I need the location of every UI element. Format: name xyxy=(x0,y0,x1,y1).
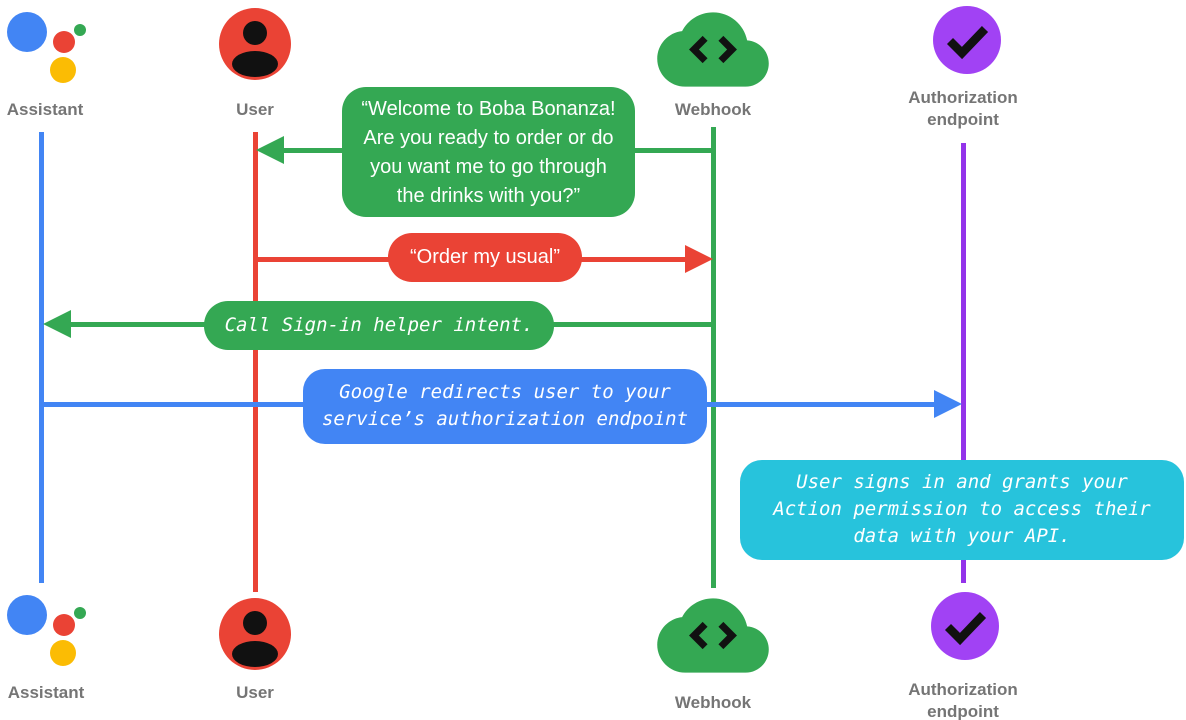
message-line: “Welcome to Boba Bonanza! xyxy=(361,98,616,120)
message-line: User signs in and grants your xyxy=(796,471,1128,493)
message-line: the drinks with you?” xyxy=(396,185,581,207)
checkmark-icon xyxy=(946,26,989,60)
message-signin-helper-bubble: Call Sign-in helper intent. xyxy=(204,301,554,350)
google-assistant-icon xyxy=(7,12,93,87)
message-line: “Order my usual” xyxy=(409,246,561,268)
assistant-blue-dot xyxy=(7,595,47,635)
message-line: Are you ready to order or do xyxy=(363,127,614,149)
assistant-yellow-dot xyxy=(50,57,76,83)
actor-label-webhook: Webhook xyxy=(674,100,752,119)
actor-label-assistant: Assistant xyxy=(7,683,85,702)
actor-label-authorization-endpoint: Authorization endpoint xyxy=(908,679,1018,720)
message-line: Action permission to access their xyxy=(773,498,1151,520)
webhook-cloud-icon xyxy=(657,596,769,680)
google-assistant-icon xyxy=(7,595,93,670)
code-brackets-icon xyxy=(689,621,737,650)
arrowhead-left-icon xyxy=(256,136,284,164)
user-icon xyxy=(219,598,291,675)
actor-label-line: endpoint xyxy=(927,110,999,129)
message-welcome-bubble: “Welcome to Boba Bonanza! Are you ready … xyxy=(342,87,635,217)
actor-label-user: User xyxy=(236,683,274,702)
arrowhead-right-icon xyxy=(685,245,713,273)
actor-label-line: Authorization xyxy=(908,88,1018,107)
arrowhead-right-icon xyxy=(934,390,962,418)
assistant-yellow-dot xyxy=(50,640,76,666)
message-line: Call Sign-in helper intent. xyxy=(224,314,534,336)
user-lifeline xyxy=(253,132,258,592)
checkmark-icon xyxy=(944,612,987,646)
actor-label-line: endpoint xyxy=(927,702,999,720)
webhook-cloud-icon xyxy=(657,10,769,94)
code-brackets-icon xyxy=(689,35,737,64)
person-body xyxy=(232,641,278,667)
assistant-red-dot xyxy=(53,614,75,636)
message-order-bubble: “Order my usual” xyxy=(388,233,582,282)
message-line: you want me to go through xyxy=(370,156,607,178)
person-head xyxy=(243,21,267,45)
message-redirect-bubble: Google redirects user to your service’s … xyxy=(303,369,707,444)
message-line: Google redirects user to your xyxy=(339,381,671,403)
message-line: data with your API. xyxy=(853,525,1071,547)
assistant-red-dot xyxy=(53,31,75,53)
assistant-green-dot xyxy=(74,607,86,619)
arrowhead-left-icon xyxy=(43,310,71,338)
check-circle-icon xyxy=(933,6,1001,79)
message-user-grants-note: User signs in and grants your Action per… xyxy=(740,460,1184,560)
actor-label-line: Authorization xyxy=(908,680,1018,699)
assistant-lifeline xyxy=(39,132,44,583)
actor-label-assistant: Assistant xyxy=(6,100,84,119)
message-line: service’s authorization endpoint xyxy=(321,408,689,430)
actor-label-webhook: Webhook xyxy=(674,693,752,712)
assistant-green-dot xyxy=(74,24,86,36)
check-circle-icon xyxy=(931,592,999,665)
actor-label-user: User xyxy=(236,100,274,119)
assistant-blue-dot xyxy=(7,12,47,52)
person-head xyxy=(243,611,267,635)
person-body xyxy=(232,51,278,77)
authorization-endpoint-lifeline xyxy=(961,143,966,583)
user-icon xyxy=(219,8,291,85)
webhook-lifeline xyxy=(711,127,716,588)
actor-label-authorization-endpoint: Authorization endpoint xyxy=(908,87,1018,131)
